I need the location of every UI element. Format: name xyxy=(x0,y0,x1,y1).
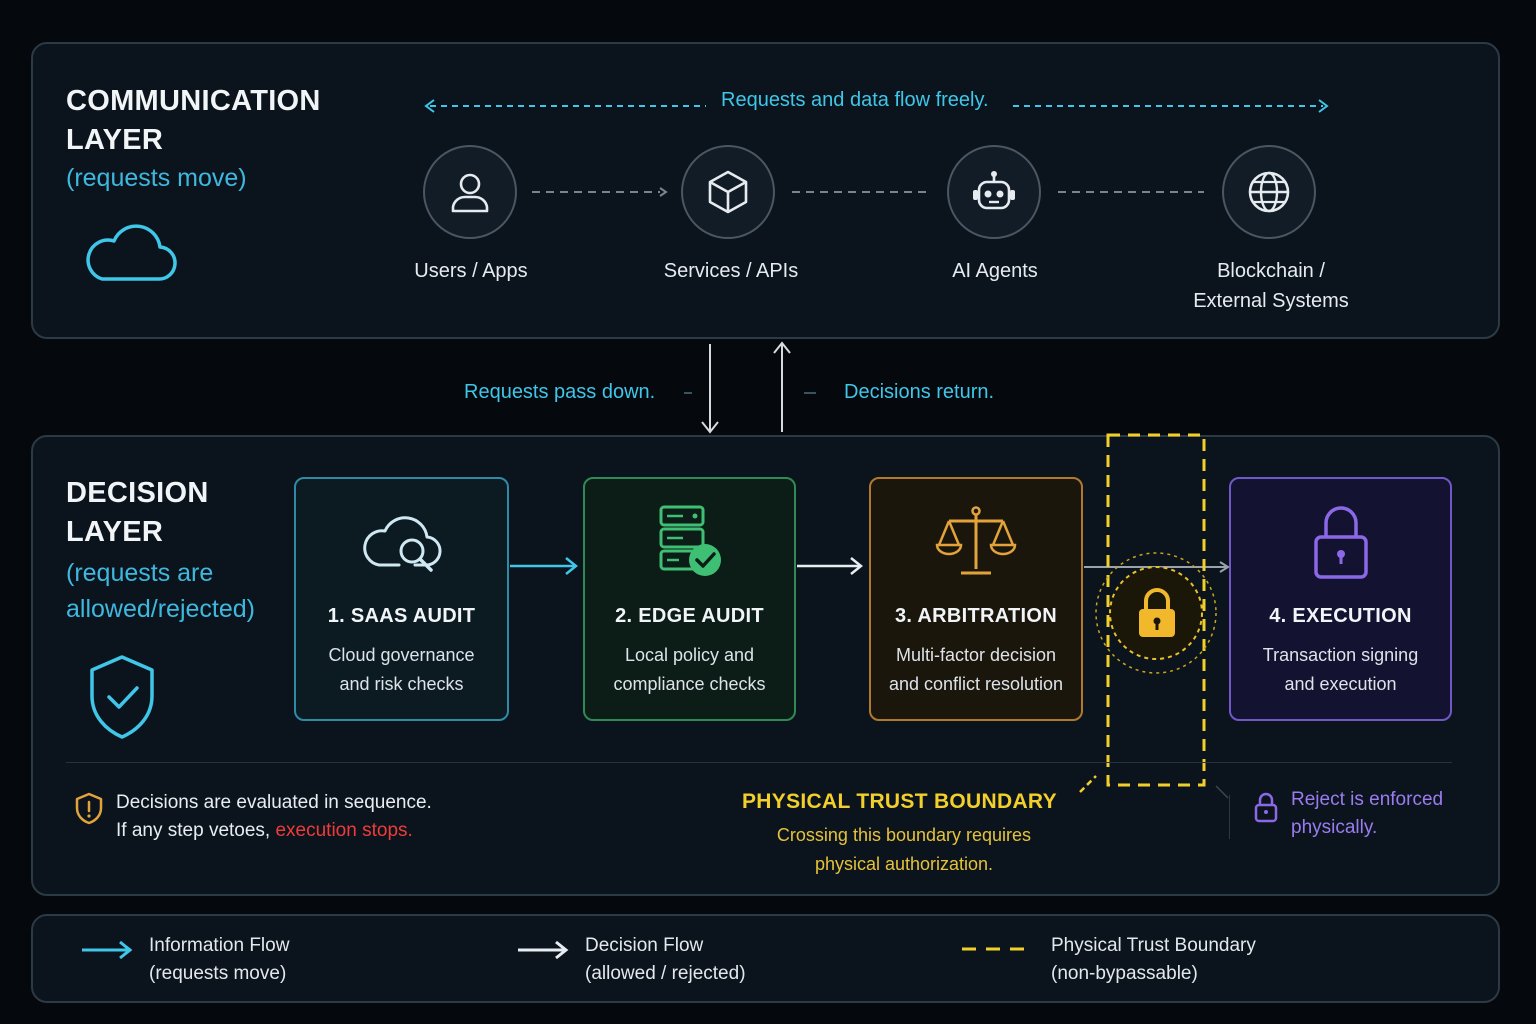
boundary-title: PHYSICAL TRUST BOUNDARY xyxy=(742,790,1057,813)
saas-audit-desc: Cloud governance and risk checks xyxy=(296,641,507,699)
reject-divider-tick xyxy=(1215,785,1229,799)
cloud-icon xyxy=(86,224,177,281)
scales-icon xyxy=(935,506,1017,575)
boundary-desc-line1: Crossing this boundary requires xyxy=(776,825,1032,845)
saas-audit-card: 1. SAAS AUDIT Cloud governance and risk … xyxy=(294,477,509,721)
reject-note-line1: Reject is enforced xyxy=(1291,789,1444,810)
ai-agents-label: AI Agents xyxy=(952,260,1038,282)
boundary-padlock-icon xyxy=(1139,588,1175,637)
legend-information-flow-arrow xyxy=(82,940,133,960)
lock-icon xyxy=(1313,506,1368,579)
legend-decision-flow: Decision Flow (allowed / rejected) xyxy=(585,932,746,988)
legend-information-flow: Information Flow (requests move) xyxy=(149,932,289,988)
arbitration-title: 3. ARBITRATION xyxy=(895,605,1057,627)
boundary-desc-line2: physical authorization. xyxy=(814,854,994,874)
vertical-flow-arrows xyxy=(684,341,816,434)
legend-information-flow-line1: Information Flow xyxy=(149,935,290,956)
edge-audit-desc-line1: Local policy and xyxy=(624,645,755,665)
warning-shield-icon xyxy=(75,792,103,825)
communication-layer-title-line2: LAYER xyxy=(66,124,164,156)
execution-title: 4. EXECUTION xyxy=(1269,605,1412,627)
legend-decision-flow-line1: Decision Flow xyxy=(585,935,704,956)
legend-decision-flow-line2: (allowed / rejected) xyxy=(585,963,746,984)
execution-stops-text: execution stops. xyxy=(275,820,413,841)
execution-card: 4. EXECUTION Transaction signing and exe… xyxy=(1229,477,1452,721)
boundary-desc: Crossing this boundary requires physical… xyxy=(702,821,1106,879)
legend-panel xyxy=(31,914,1500,1003)
reject-note: Reject is enforced physically. xyxy=(1291,786,1443,842)
edge-audit-card: 2. EDGE AUDIT Local policy and complianc… xyxy=(583,477,796,721)
legend-decision-flow-arrow xyxy=(518,940,569,960)
decision-flow-arrow-2-3 xyxy=(797,557,864,575)
robot-icon xyxy=(973,171,1015,210)
cloud-search-icon xyxy=(362,516,442,572)
legend-boundary-dashes xyxy=(962,947,1030,951)
saas-audit-desc-line2: and risk checks xyxy=(339,674,464,694)
information-flow-arrow-1-2 xyxy=(510,557,579,575)
information-flow-arrow xyxy=(424,99,1329,113)
legend-information-flow-line2: (requests move) xyxy=(149,963,287,984)
users-apps-node xyxy=(423,145,517,239)
ai-agents-node xyxy=(947,145,1041,239)
sequence-note-line2: If any step vetoes, execution stops. xyxy=(116,817,432,845)
legend-boundary-line2: (non-bypassable) xyxy=(1051,963,1198,984)
blockchain-node xyxy=(1222,145,1316,239)
decisions-return-text: Decisions return. xyxy=(844,381,995,403)
decision-layer-subtitle-line1: (requests are xyxy=(66,559,214,587)
execution-desc-line2: and execution xyxy=(1284,674,1397,694)
decision-layer-title-line2: LAYER xyxy=(66,516,164,548)
user-icon xyxy=(451,173,489,213)
communication-layer-title-line1: COMMUNICATION xyxy=(66,85,321,117)
blockchain-label-line1: Blockchain / xyxy=(1217,260,1325,282)
sequence-note-line1: Decisions are evaluated in sequence. xyxy=(116,792,432,813)
arbitration-desc-line2: and conflict resolution xyxy=(888,674,1064,694)
blockchain-label-line2: External Systems xyxy=(1193,290,1349,312)
reject-lock-icon xyxy=(1254,792,1278,823)
arbitration-desc: Multi-factor decision and conflict resol… xyxy=(871,641,1081,699)
decision-separator xyxy=(66,762,1452,763)
edge-audit-desc: Local policy and compliance checks xyxy=(585,641,794,699)
reject-divider xyxy=(1229,795,1230,839)
requests-pass-down-text: Requests pass down. xyxy=(464,381,656,403)
cube-icon xyxy=(708,170,748,214)
reject-note-line2: physically. xyxy=(1291,817,1378,838)
server-check-icon xyxy=(659,505,721,576)
services-apis-node xyxy=(681,145,775,239)
execution-desc: Transaction signing and execution xyxy=(1231,641,1450,699)
arbitration-desc-line1: Multi-factor decision xyxy=(895,645,1057,665)
users-apps-label: Users / Apps xyxy=(414,260,528,282)
execution-desc-line1: Transaction signing xyxy=(1262,645,1419,665)
node-connectors xyxy=(532,187,1204,197)
decision-layer-title-line1: DECISION xyxy=(66,477,209,509)
edge-audit-title: 2. EDGE AUDIT xyxy=(615,605,764,627)
legend-boundary-line1: Physical Trust Boundary xyxy=(1051,935,1256,956)
saas-audit-desc-line1: Cloud governance xyxy=(328,645,475,665)
arbitration-card: 3. ARBITRATION Multi-factor decision and… xyxy=(869,477,1083,721)
communication-flow-text: Requests and data flow freely. xyxy=(721,89,989,111)
sequence-note: Decisions are evaluated in sequence. If … xyxy=(116,789,432,845)
decision-layer-subtitle-line2: allowed/rejected) xyxy=(66,595,255,623)
globe-icon xyxy=(1248,171,1290,213)
communication-layer-subtitle: (requests move) xyxy=(66,164,247,192)
legend-physical-trust-boundary: Physical Trust Boundary (non-bypassable) xyxy=(1051,932,1256,988)
shield-check-icon xyxy=(90,655,154,739)
edge-audit-desc-line2: compliance checks xyxy=(613,674,766,694)
services-apis-label: Services / APIs xyxy=(663,260,799,282)
sequence-note-prefix: If any step vetoes, xyxy=(116,820,276,841)
saas-audit-title: 1. SAAS AUDIT xyxy=(327,605,476,627)
